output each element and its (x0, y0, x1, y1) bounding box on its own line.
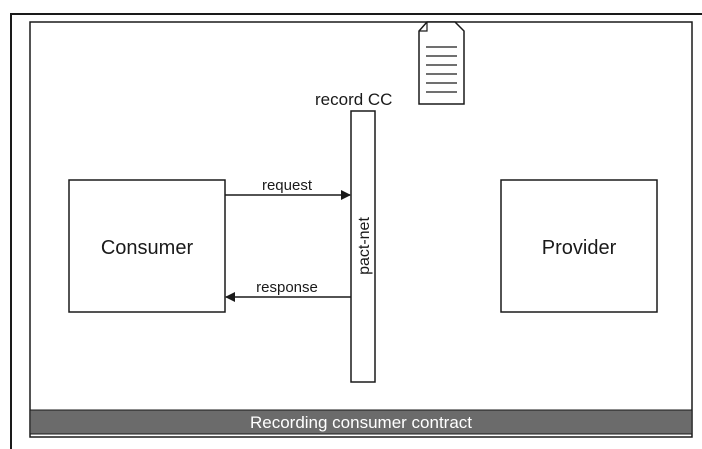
consumer-box (68, 179, 226, 313)
provider-label: Provider (542, 237, 617, 259)
caption-text: Recording consumer contract (250, 413, 472, 432)
document-icon (418, 21, 465, 105)
record-cc-label: record CC (315, 90, 392, 109)
request-label: request (262, 177, 313, 194)
pact-net-label: pact-net (356, 217, 373, 275)
consumer-label: Consumer (101, 237, 194, 259)
caption-bar (29, 409, 693, 435)
pact-net-bar (350, 110, 376, 383)
provider-box (500, 179, 658, 313)
response-label: response (256, 279, 318, 296)
